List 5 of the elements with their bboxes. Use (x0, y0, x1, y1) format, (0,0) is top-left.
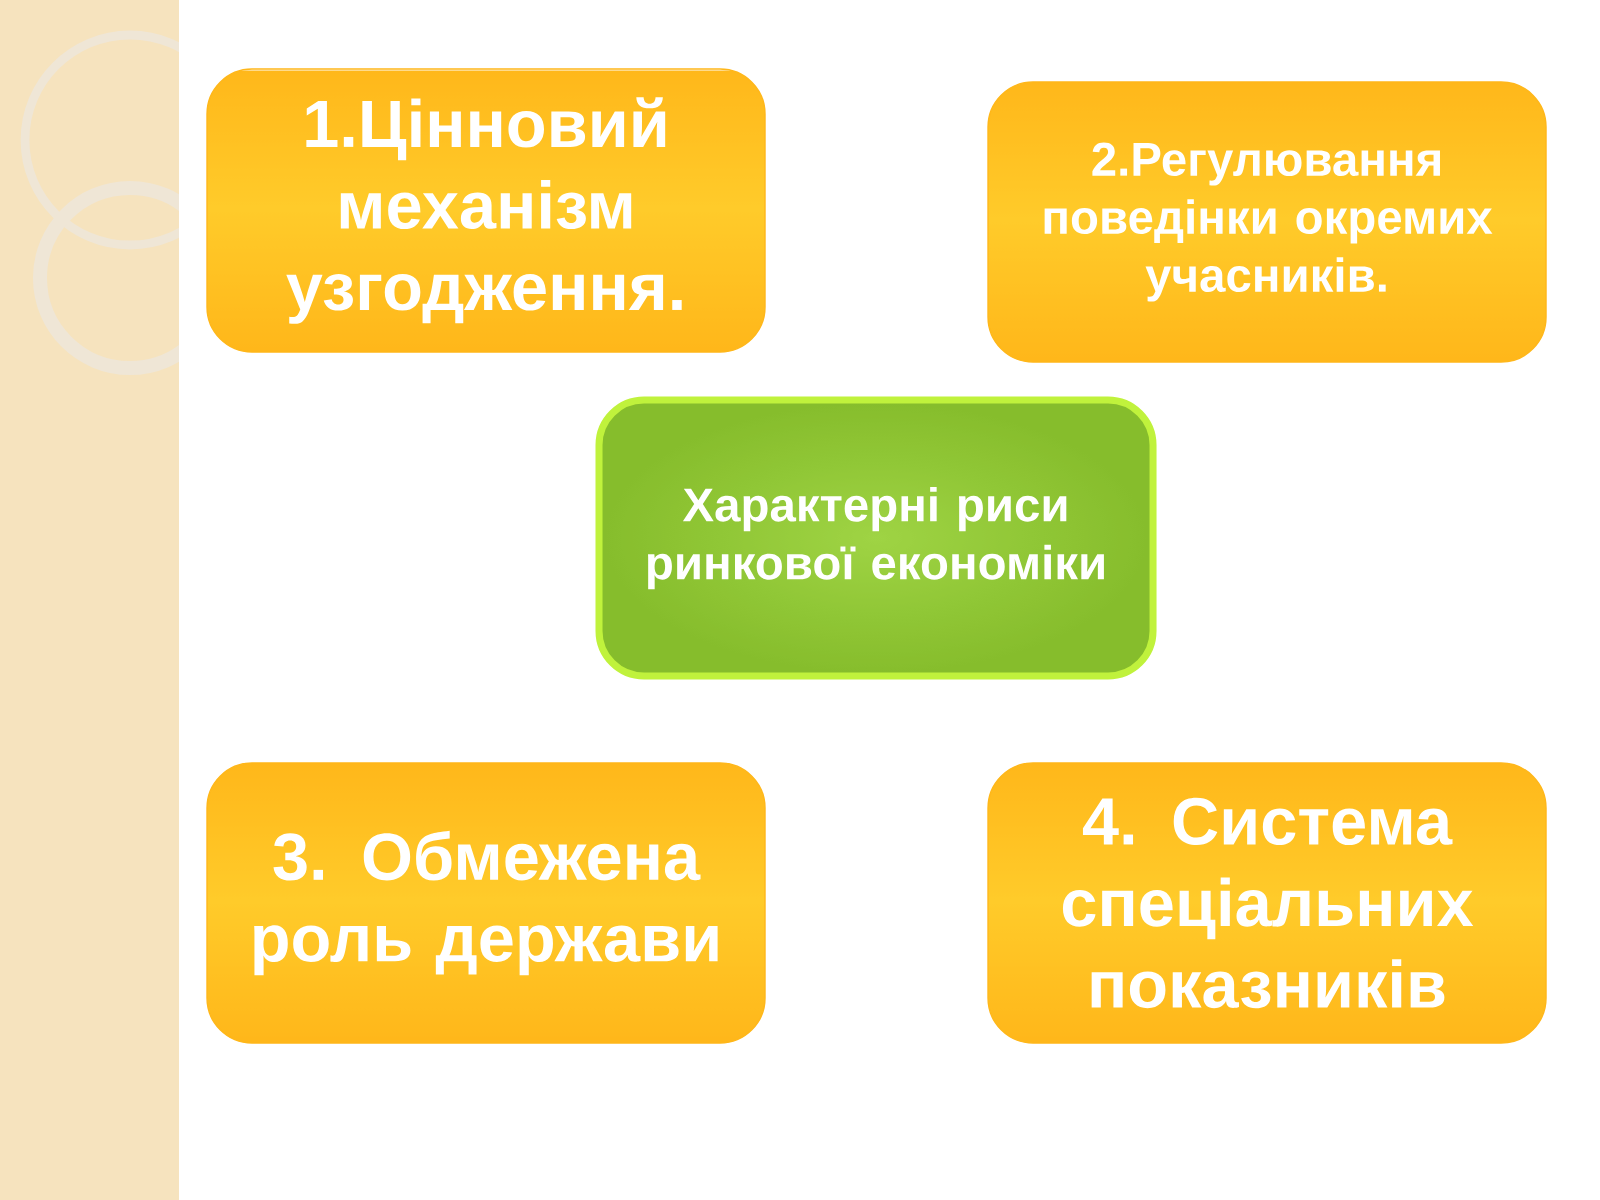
feature-box: 1.Цінновий механізм узгодження. (206, 68, 766, 353)
central-topic-box: Характерні риси ринкової економіки (595, 396, 1157, 680)
feature-box: 3. Обмежена роль держави (206, 762, 766, 1044)
feature-box: 2.Регулювання поведінки окремих учасників. (987, 81, 1547, 363)
feature-box: 4. Система спеціальних показників (987, 762, 1547, 1044)
